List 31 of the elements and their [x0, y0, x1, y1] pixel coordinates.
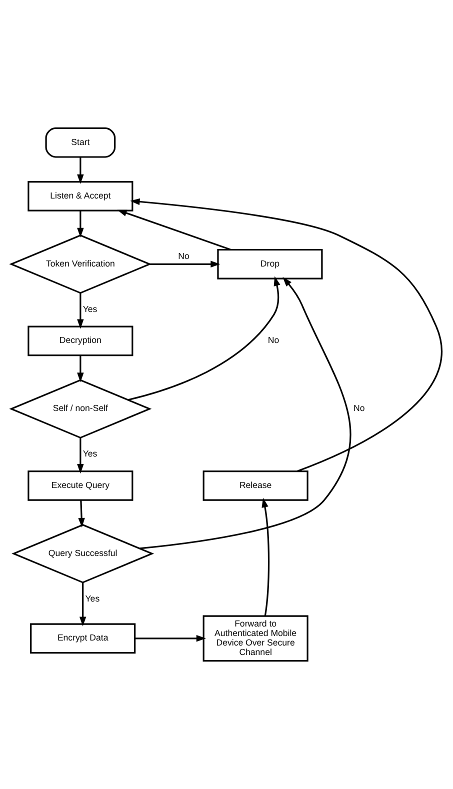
node-box: Release: [202, 470, 308, 501]
arrow: [117, 210, 232, 250]
arrow: [79, 582, 86, 626]
node-box: Start: [45, 127, 116, 158]
edge-label: No: [178, 251, 190, 262]
node-diamond: Token Verification: [9, 234, 152, 294]
node-diamond: Query Successful: [12, 524, 154, 584]
node-box: Forward to Authenticated Mobile Device Over Secure Channel: [202, 615, 308, 662]
edge-label: No: [354, 403, 365, 414]
arrow: [262, 498, 270, 616]
edge-label: Yes: [82, 448, 98, 459]
arrow: [77, 438, 84, 474]
arrow: [77, 210, 84, 238]
node-box: Drop: [217, 248, 323, 280]
arrow: [77, 355, 84, 382]
edge-label: Yes: [85, 593, 100, 604]
arrow: [150, 260, 220, 268]
arrow: [77, 292, 84, 329]
arrow: [128, 276, 280, 401]
edge-label: No: [268, 335, 280, 346]
node-diamond: Self / non-Self: [9, 379, 152, 439]
arrow: [130, 198, 442, 472]
node-box: Decryption: [28, 326, 134, 356]
edge-label: Yes: [82, 304, 98, 314]
arrow: [77, 157, 84, 184]
node-box: Encrypt Data: [30, 623, 136, 654]
node-box: Execute Query: [28, 470, 134, 501]
arrow: [78, 500, 85, 528]
arrow: [135, 635, 206, 642]
arrow: [140, 277, 352, 550]
node-box: Listen & Accept: [28, 180, 134, 212]
